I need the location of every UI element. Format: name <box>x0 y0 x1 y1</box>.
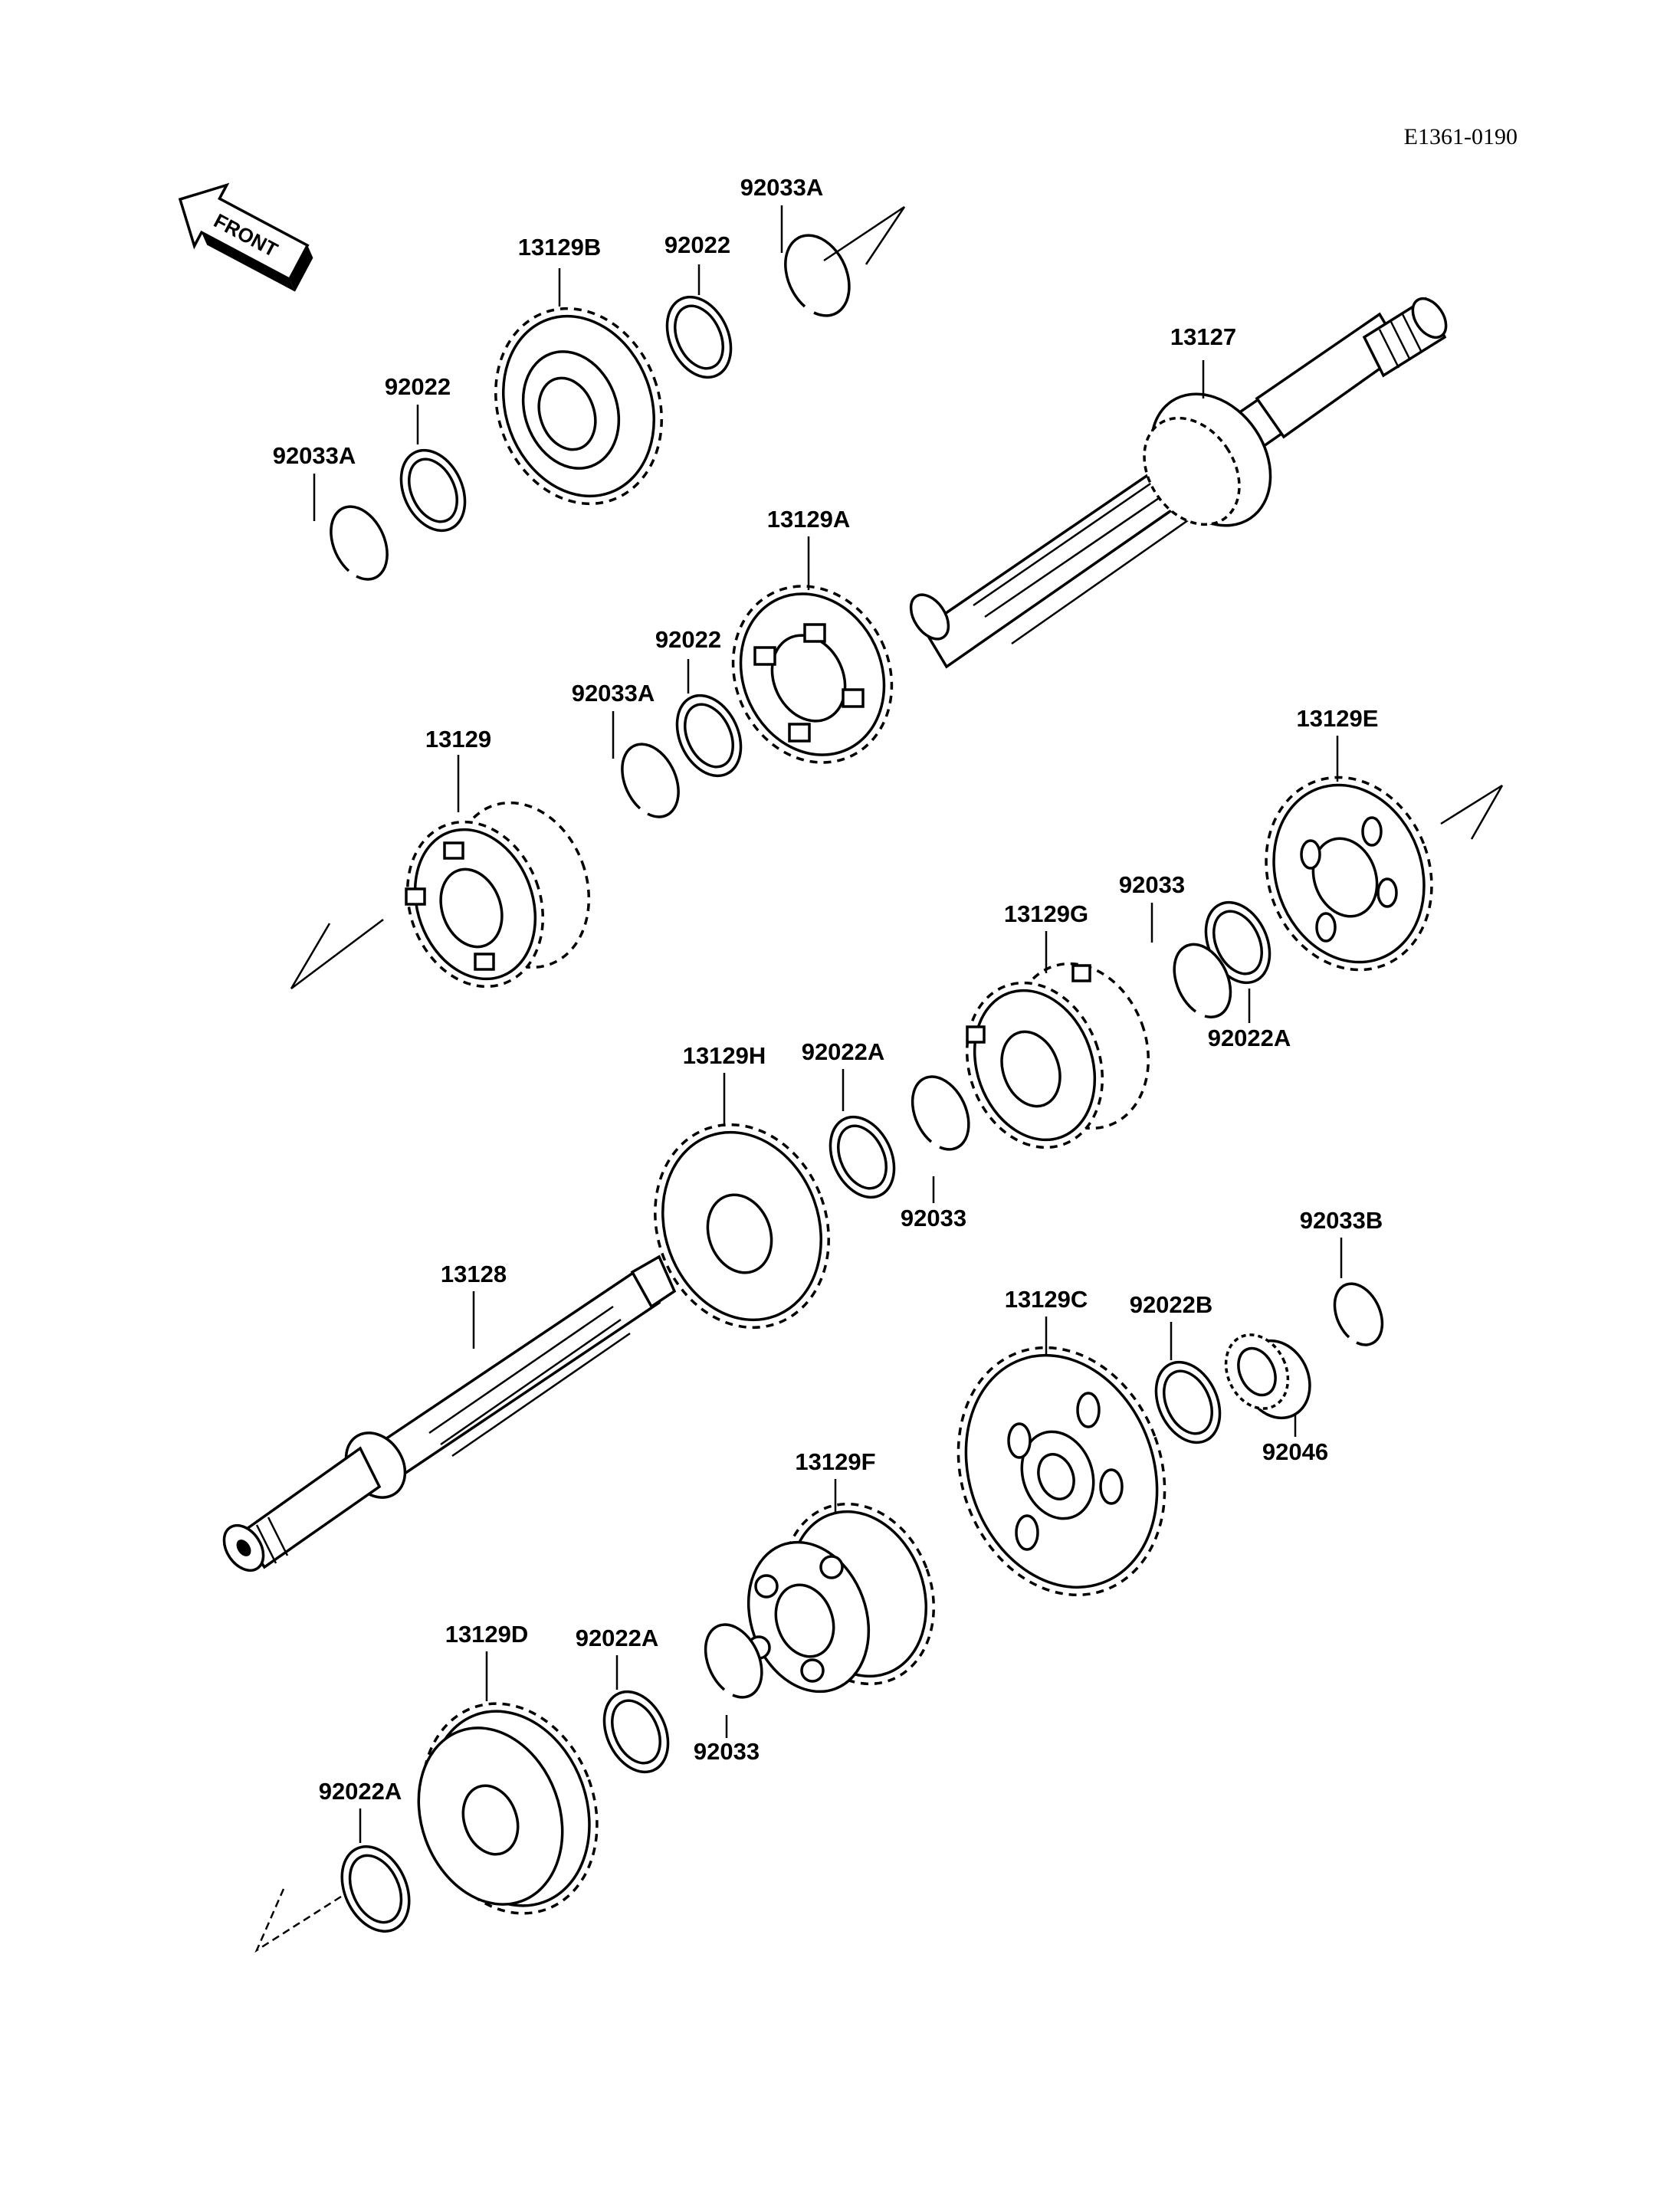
shaft-13128 <box>222 1254 677 1572</box>
callout-13128: 13128 <box>441 1261 507 1287</box>
gear-13129 <box>405 801 591 989</box>
callout-13129B: 13129B <box>518 234 602 261</box>
callout-13129H: 13129H <box>683 1042 766 1069</box>
front-arrow-icon: FRONT <box>178 182 313 292</box>
callout-13129E: 13129E <box>1297 705 1379 732</box>
reference-code: E1361-0190 <box>1404 124 1518 149</box>
gear-13129E <box>1265 776 1433 972</box>
callout-92022A-bottom: 92022A <box>319 1778 402 1805</box>
gear-13129D <box>417 1702 599 1915</box>
circlip-92033A-left <box>330 505 389 581</box>
gear-13129H <box>654 1123 830 1330</box>
callout-92022-top: 92022 <box>664 231 730 258</box>
callout-92033-mid: 92033 <box>901 1205 966 1231</box>
callout-13129C: 13129C <box>1005 1286 1088 1313</box>
callout-13129A: 13129A <box>767 506 851 533</box>
gear-13129B <box>494 307 663 506</box>
callout-92022A-low: 92022A <box>576 1625 659 1651</box>
callout-92022B: 92022B <box>1130 1291 1213 1318</box>
callout-13127: 13127 <box>1170 323 1236 350</box>
callout-92033-low: 92033 <box>694 1738 760 1765</box>
callout-92022-mid: 92022 <box>655 626 721 653</box>
axis-arrow-top <box>823 205 906 265</box>
callout-92022-left: 92022 <box>385 373 451 400</box>
callout-92022A-mid: 92022A <box>802 1038 885 1065</box>
bearing-92046 <box>1224 1333 1311 1420</box>
gear-13129F <box>746 1502 936 1694</box>
circlip-92033-low <box>704 1623 763 1699</box>
callout-13129F: 13129F <box>795 1448 875 1475</box>
callout-13129D: 13129D <box>445 1621 529 1648</box>
gear-13129A <box>731 585 894 764</box>
circlip-92033A-top <box>784 234 851 317</box>
circlip-92033A-mid <box>621 743 680 818</box>
callout-92033-right: 92033 <box>1119 871 1185 898</box>
gear-13129G <box>965 962 1150 1149</box>
callout-13129G: 13129G <box>1004 900 1088 927</box>
callout-92033B: 92033B <box>1300 1207 1383 1234</box>
callout-13129: 13129 <box>425 726 491 753</box>
axis-arrow-left-upper <box>290 919 384 989</box>
callout-92033A-mid: 92033A <box>572 680 655 707</box>
circlip-92033-right <box>1173 943 1232 1018</box>
gear-13129C <box>956 1346 1166 1597</box>
axis-arrow-bottom <box>254 1888 342 1953</box>
shaft-13127 <box>909 297 1448 669</box>
callout-92022A-right: 92022A <box>1208 1025 1291 1051</box>
callout-92046: 92046 <box>1262 1438 1328 1465</box>
axis-arrow-right-upper <box>1440 784 1504 840</box>
circlip-92033-mid <box>911 1075 970 1151</box>
callout-92033A-top: 92033A <box>740 174 824 201</box>
callout-92033A-left: 92033A <box>273 442 356 469</box>
circlip-92033B <box>1333 1282 1384 1346</box>
